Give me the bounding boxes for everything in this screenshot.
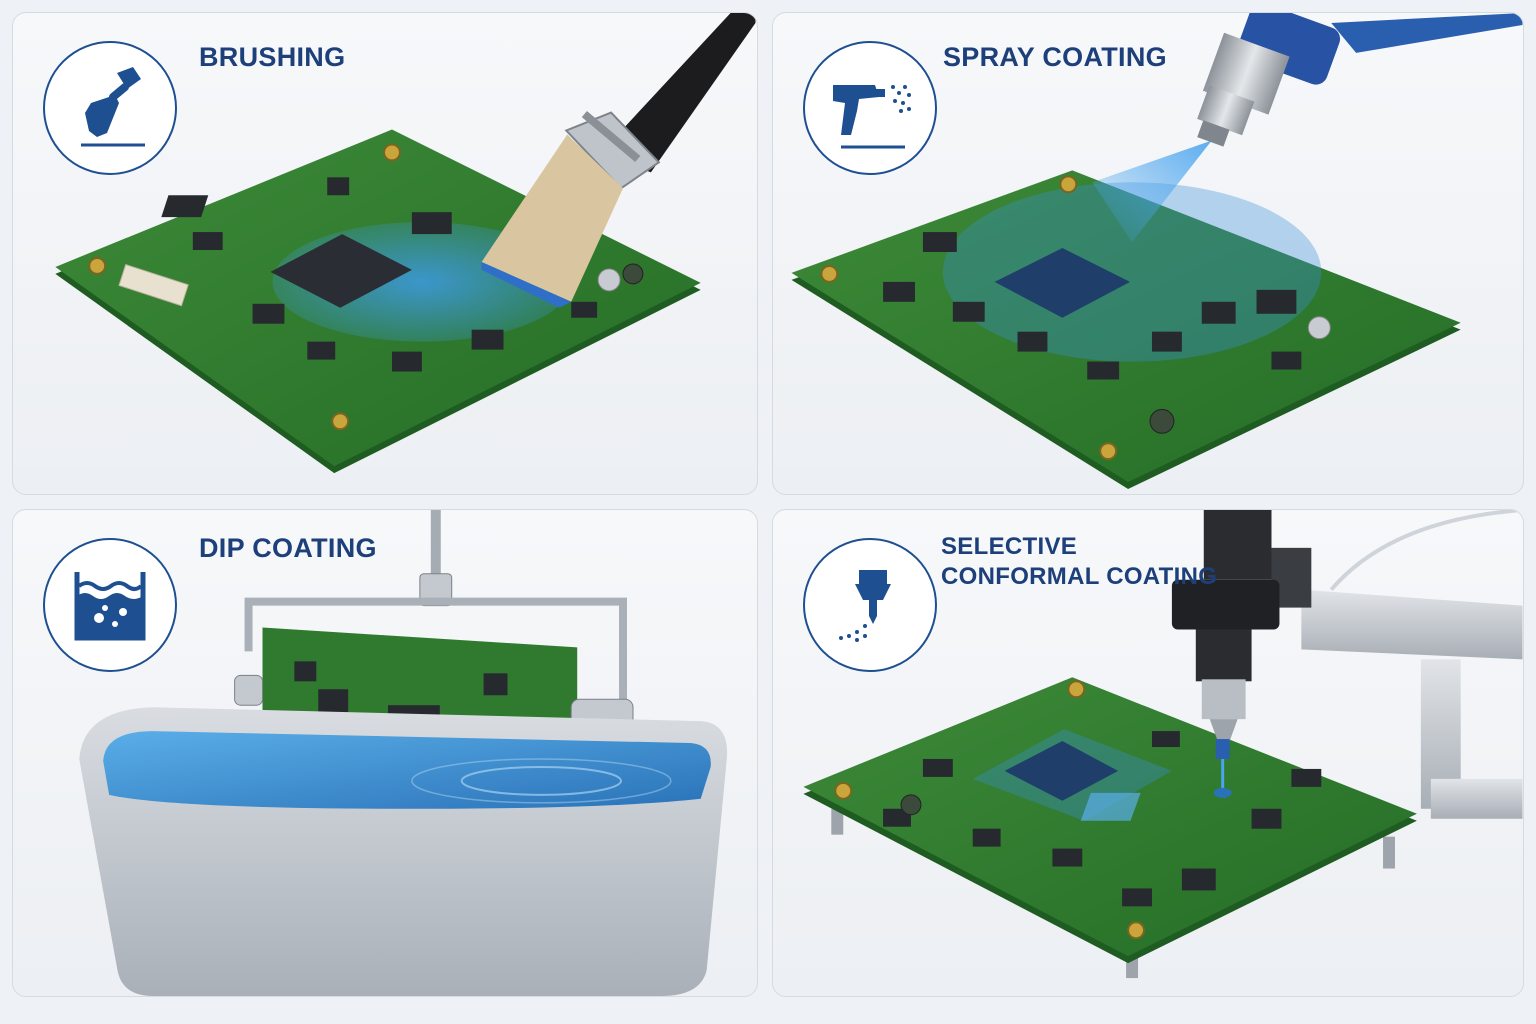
gantry-rail: [1301, 589, 1523, 660]
main-chip: [270, 234, 412, 308]
main-chip: [1004, 741, 1119, 801]
panel-brushing: BRUSHING: [12, 12, 758, 495]
badge-spray: [803, 41, 937, 175]
coating-liquid: [103, 731, 711, 809]
title-selective-coating: SELECTIVE CONFORMAL COATING: [941, 532, 1217, 592]
spray-mist: [1092, 140, 1212, 243]
panel-spray-coating: SPRAY COATING: [772, 12, 1524, 495]
title-brushing: BRUSHING: [199, 42, 346, 72]
brushing-illustration: [55, 13, 756, 474]
spray-nozzle: [1197, 13, 1523, 147]
hanger-rod: [430, 510, 441, 580]
hanger-frame: [244, 597, 628, 700]
paintbrush-icon: [81, 67, 145, 147]
dip-illustration: [79, 510, 728, 996]
badge-brushing: [43, 41, 177, 175]
main-chip: [994, 248, 1131, 318]
title-line-2: CONFORMAL COATING: [941, 563, 1218, 590]
dip-tank-icon: [74, 572, 146, 641]
title-line-1: SELECTIVE: [941, 533, 1078, 560]
selective-nozzle-icon: [839, 570, 891, 642]
dispensing-head: [1171, 510, 1312, 798]
spray-gun-icon: [833, 85, 911, 149]
panel-selective-coating: SELECTIVE CONFORMAL COATING: [772, 509, 1524, 997]
title-spray-coating: SPRAY COATING: [943, 42, 1167, 72]
badge-dip: [43, 538, 177, 672]
spray-illustration: [791, 13, 1523, 490]
selective-illustration: [803, 510, 1523, 979]
badge-selective: [803, 538, 937, 672]
title-dip-coating: DIP COATING: [199, 533, 377, 563]
pcb-board: [791, 170, 1461, 483]
panel-dip-coating: DIP COATING: [12, 509, 758, 997]
paintbrush: [481, 13, 756, 308]
